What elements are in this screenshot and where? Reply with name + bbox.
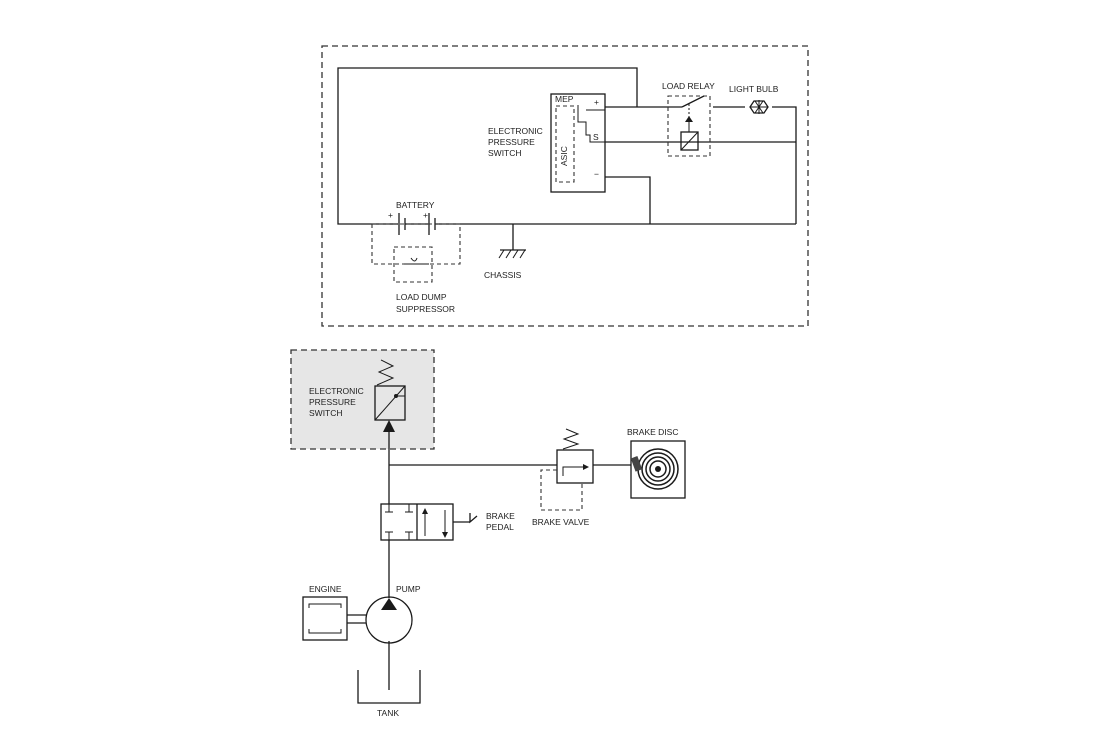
hyd-pressure-switch-label-3: SWITCH bbox=[309, 408, 343, 418]
brake-disc-label: BRAKE DISC bbox=[627, 427, 679, 437]
load-dump-suppressor bbox=[393, 246, 433, 283]
engine-label: ENGINE bbox=[309, 584, 342, 594]
battery-label: BATTERY bbox=[396, 200, 435, 210]
hyd-pressure-switch-label-2: PRESSURE bbox=[309, 397, 356, 407]
load-relay bbox=[667, 95, 711, 157]
brake-pedal-label-1: BRAKE bbox=[486, 511, 515, 521]
engine-icon bbox=[302, 596, 366, 641]
battery-plus-right: + bbox=[423, 210, 428, 220]
electronic-pressure-switch-label-1: ELECTRONIC bbox=[488, 126, 543, 136]
chassis-label: CHASSIS bbox=[484, 270, 522, 280]
load-dump-suppressor-label-1: LOAD DUMP bbox=[396, 292, 447, 302]
light-bulb-label: LIGHT BULB bbox=[729, 84, 779, 94]
electronic-pressure-switch-label-2: PRESSURE bbox=[488, 137, 535, 147]
battery-plus-left: + bbox=[388, 210, 393, 220]
tank-icon bbox=[357, 670, 421, 704]
pin-plus-label: + bbox=[594, 97, 599, 107]
pin-minus-label: − bbox=[594, 169, 599, 179]
tank-label: TANK bbox=[377, 708, 399, 718]
hydraulic-pressure-switch-symbol bbox=[374, 359, 406, 432]
asic-label: ASIC bbox=[559, 146, 569, 166]
load-relay-label: LOAD RELAY bbox=[662, 81, 715, 91]
mep-label: MEP bbox=[555, 94, 574, 104]
battery-icon bbox=[371, 213, 461, 265]
electrical-circuit-boundary bbox=[321, 45, 809, 327]
light-bulb-icon bbox=[749, 100, 769, 114]
pump-icon bbox=[365, 596, 413, 644]
electrical-wiring bbox=[337, 67, 797, 225]
chassis-ground-icon bbox=[498, 224, 526, 259]
load-dump-suppressor-label-2: SUPPRESSOR bbox=[396, 304, 455, 314]
pump-label: PUMP bbox=[396, 584, 421, 594]
brake-disc-icon bbox=[630, 440, 686, 499]
brake-pedal-valve bbox=[380, 503, 478, 541]
pin-s-label: S bbox=[593, 132, 599, 142]
brake-valve bbox=[540, 428, 594, 511]
electronic-pressure-switch-box bbox=[290, 349, 435, 450]
hyd-pressure-switch-label-1: ELECTRONIC bbox=[309, 386, 364, 396]
brake-valve-label: BRAKE VALVE bbox=[532, 517, 590, 527]
electronic-pressure-switch-electrical bbox=[550, 93, 606, 193]
hydraulic-lines bbox=[388, 432, 631, 690]
brake-pedal-label-2: PEDAL bbox=[486, 522, 514, 532]
electronic-pressure-switch-label-3: SWITCH bbox=[488, 148, 522, 158]
